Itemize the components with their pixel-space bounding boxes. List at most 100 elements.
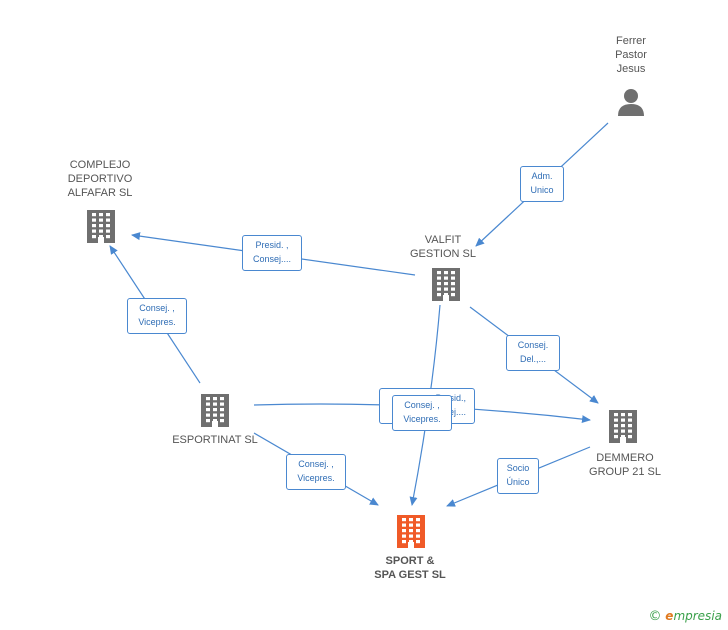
building-window (444, 287, 448, 291)
building-window (220, 397, 224, 401)
building-window (444, 271, 448, 275)
building-window (220, 419, 224, 423)
building-window (437, 282, 441, 286)
building-window (437, 271, 441, 275)
brand-rest: mpresia (673, 609, 722, 623)
building-window (416, 529, 420, 533)
building-window (206, 402, 210, 406)
building-window (621, 435, 625, 439)
building-window (402, 523, 406, 527)
building-window (402, 518, 406, 522)
building-window (213, 419, 217, 423)
building-window (614, 413, 618, 417)
building-window (614, 418, 618, 422)
edge-label-socio-unico[interactable]: Socio Único (497, 458, 539, 494)
building-window (206, 408, 210, 412)
node-ferrer-label: Ferrer Pastor Jesus (615, 35, 647, 75)
copyright-icon: © (648, 609, 662, 624)
building-window (213, 402, 217, 406)
building-icon (201, 394, 229, 427)
building-window (614, 424, 618, 428)
building-door (408, 542, 414, 548)
building-window (416, 518, 420, 522)
building-window (99, 224, 103, 228)
node-valfit-label: VALFIT GESTION SL (409, 234, 477, 260)
building-window (99, 235, 103, 239)
building-window (213, 408, 217, 412)
building-window (206, 413, 210, 417)
building-window (416, 540, 420, 544)
building-door (212, 421, 218, 427)
building-window (206, 397, 210, 401)
building-icon (432, 268, 460, 301)
building-window (92, 213, 96, 217)
brand-e: e (665, 609, 674, 623)
building-window (621, 429, 625, 433)
building-window (444, 293, 448, 297)
building-window (106, 213, 110, 217)
edge-label-consej-vicepres-mid[interactable]: Consej. , Vicepres. (392, 395, 452, 431)
edge-label-consej-del[interactable]: Consej. Del.,... (506, 335, 560, 371)
building-window (402, 534, 406, 538)
building-icon (609, 410, 637, 443)
building-window (92, 224, 96, 228)
person-icon (618, 89, 644, 116)
building-window (99, 229, 103, 233)
building-window (628, 435, 632, 439)
building-window (437, 276, 441, 280)
edge-label-consej-vicepres-left[interactable]: Consej. , Vicepres. (127, 298, 187, 334)
building-window (409, 518, 413, 522)
building-window (621, 413, 625, 417)
building-window (628, 418, 632, 422)
building-door (443, 295, 449, 301)
building-window (106, 218, 110, 222)
building-window (213, 397, 217, 401)
node-esportinat-label: ESPORTINAT SL (172, 434, 258, 446)
building-door (98, 237, 104, 243)
building-window (402, 529, 406, 533)
building-window (409, 529, 413, 533)
node-demmero-label: DEMMERO GROUP 21 SL (589, 452, 661, 478)
brand-logo: © empresia (648, 609, 722, 624)
building-window (628, 429, 632, 433)
building-window (621, 424, 625, 428)
building-window (402, 540, 406, 544)
building-door (620, 437, 626, 443)
building-window (106, 229, 110, 233)
edge-label-consej-vicepres-bottom[interactable]: Consej. , Vicepres. (286, 454, 346, 490)
building-window (628, 413, 632, 417)
building-window (451, 293, 455, 297)
edge-label-adm-unico[interactable]: Adm. Unico (520, 166, 564, 202)
building-window (99, 218, 103, 222)
building-window (220, 402, 224, 406)
building-window (416, 523, 420, 527)
node-sport-label: SPORT & SPA GEST SL (374, 555, 446, 581)
building-window (444, 282, 448, 286)
building-window (451, 271, 455, 275)
building-window (409, 540, 413, 544)
building-window (416, 534, 420, 538)
building-window (92, 218, 96, 222)
building-window (437, 293, 441, 297)
building-window (621, 418, 625, 422)
building-icon-target (397, 515, 425, 548)
building-window (409, 534, 413, 538)
building-window (628, 424, 632, 428)
building-window (92, 235, 96, 239)
building-window (451, 287, 455, 291)
building-window (437, 287, 441, 291)
building-window (213, 413, 217, 417)
building-window (220, 413, 224, 417)
building-window (614, 429, 618, 433)
building-window (206, 419, 210, 423)
building-window (220, 408, 224, 412)
edge-label-presid[interactable]: Presid. , Consej.... (242, 235, 302, 271)
building-window (614, 435, 618, 439)
building-window (444, 276, 448, 280)
building-window (451, 276, 455, 280)
building-window (409, 523, 413, 527)
building-window (99, 213, 103, 217)
building-window (92, 229, 96, 233)
building-window (106, 235, 110, 239)
